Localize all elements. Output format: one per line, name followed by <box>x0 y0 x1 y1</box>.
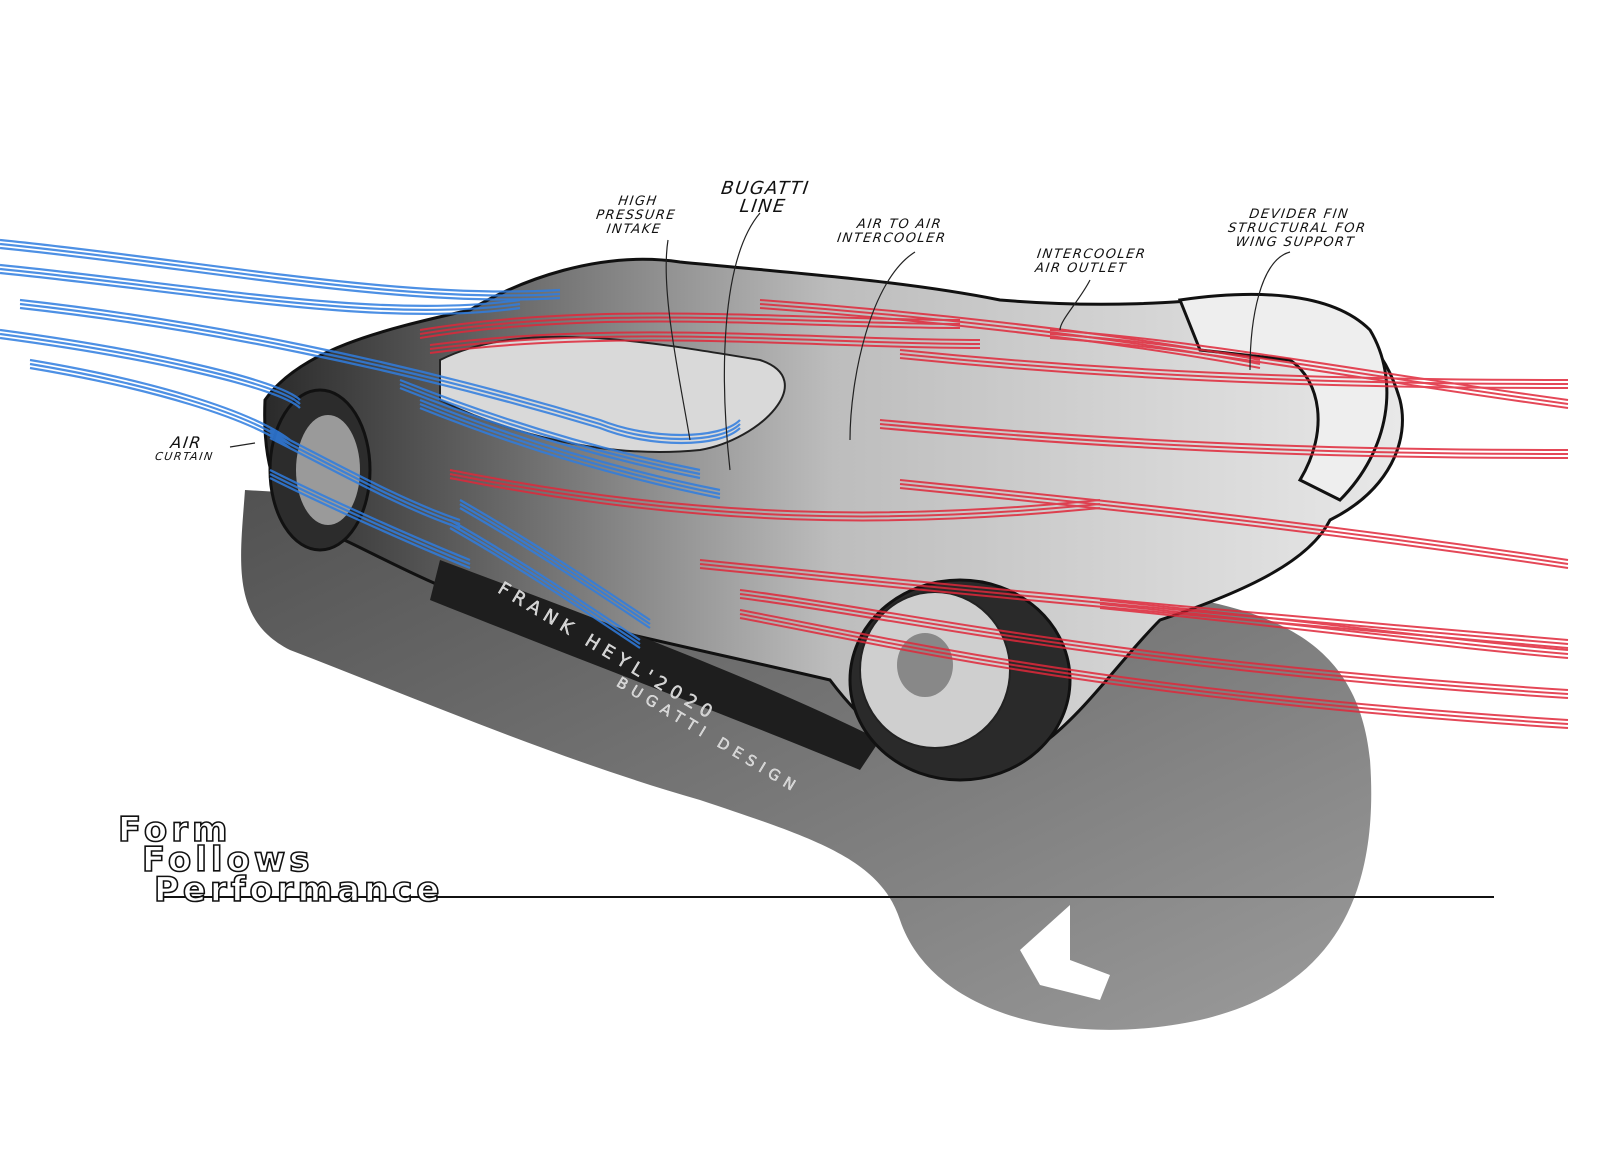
label-line: Intercooler <box>836 231 948 246</box>
hot-airflow-lines <box>419 299 1569 729</box>
cool-airflow-line <box>269 473 471 566</box>
cool-airflow-line <box>449 519 641 641</box>
hot-airflow-line <box>739 597 1569 699</box>
hot-airflow-line <box>699 567 1569 649</box>
cool-airflow-line <box>0 267 521 312</box>
label-line: Wing Support <box>1234 235 1356 250</box>
cool-airflow-line <box>0 328 301 401</box>
cool-airflow-line <box>0 238 561 293</box>
label-air-curtain: Air Curtain <box>154 433 217 464</box>
hot-airflow-line <box>429 335 981 350</box>
cool-airflow-line <box>0 336 301 409</box>
label-high-pressure-intake: High Pressure Intake <box>593 194 679 237</box>
cool-airflow-line <box>19 306 741 445</box>
label-line: High <box>617 194 659 209</box>
hot-airflow-line <box>429 331 981 346</box>
cool-airflow-line <box>29 362 291 445</box>
hot-airflow-line <box>1099 603 1569 655</box>
label-bugatti-line: Bugatti Line <box>717 178 811 217</box>
hot-airflow-line <box>449 473 1101 518</box>
cool-airflow-line <box>29 366 291 449</box>
cool-airflow-line <box>399 378 701 472</box>
hot-airflow-line <box>899 349 1569 381</box>
rear-wing <box>1177 292 1389 502</box>
label-air-to-air-intercooler: Air to Air Intercooler <box>836 217 949 246</box>
hot-airflow-line <box>1049 337 1569 409</box>
cool-airflow-line <box>269 477 471 570</box>
hot-airflow-line <box>899 479 1569 561</box>
cool-airflow-lines <box>0 238 741 649</box>
hot-airflow-line <box>899 487 1569 569</box>
cool-airflow-line <box>399 382 701 476</box>
label-line: Air Outlet <box>1034 261 1129 276</box>
label-line: Structural for <box>1227 221 1368 236</box>
title-line: Performance <box>153 870 444 910</box>
cool-airflow-line <box>269 437 461 530</box>
cool-airflow-line <box>419 398 721 492</box>
cool-airflow-line <box>0 263 521 308</box>
cool-airflow-line <box>0 271 521 316</box>
hot-airflow-line <box>449 469 1101 514</box>
label-line: Air <box>169 433 204 452</box>
label-line: Curtain <box>154 450 215 463</box>
title-line: Follows <box>141 840 314 880</box>
cool-airflow-line <box>459 503 651 625</box>
cool-airflow-line <box>29 358 291 441</box>
label-line: Line <box>738 196 788 217</box>
cool-airflow-line <box>449 523 641 645</box>
label-line: Air to Air <box>856 217 944 232</box>
cool-airflow-line <box>0 246 561 301</box>
cool-airflow-line <box>19 302 741 441</box>
hot-airflow-line <box>739 609 1569 721</box>
cool-airflow-line <box>459 499 651 621</box>
hot-airflow-line <box>759 307 1261 369</box>
cool-airflow-line <box>19 298 741 437</box>
hot-airflow-line <box>449 477 1101 522</box>
hot-airflow-line <box>739 613 1569 725</box>
hot-airflow-line <box>879 419 1569 451</box>
label-line: Pressure <box>595 208 678 223</box>
cool-airflow-line <box>0 332 301 405</box>
hot-airflow-line <box>429 339 981 354</box>
hot-airflow-line <box>1099 599 1569 651</box>
hot-airflow-line <box>899 483 1569 565</box>
hot-airflow-line <box>699 559 1569 641</box>
label-line: Intake <box>605 222 663 237</box>
hot-airflow-line <box>419 316 961 335</box>
hot-airflow-line <box>419 320 961 339</box>
label-line: Intercooler <box>1036 247 1148 262</box>
cool-airflow-line <box>449 527 641 649</box>
hot-airflow-line <box>1099 607 1569 659</box>
rocker-panel <box>430 560 880 770</box>
cool-airflow-line <box>269 429 461 522</box>
title-form-follows-performance: Form Follows Performance <box>117 810 444 910</box>
hot-airflow-line <box>699 563 1569 645</box>
hot-airflow-line <box>739 617 1569 729</box>
hot-airflow-line <box>1049 333 1569 405</box>
cool-airflow-line <box>0 242 561 297</box>
hot-airflow-line <box>1049 329 1569 401</box>
hot-airflow-line <box>739 589 1569 691</box>
label-divider-fin: Devider Fin Structural for Wing Support <box>1225 207 1369 250</box>
cool-airflow-line <box>269 433 461 526</box>
cool-airflow-line <box>399 386 701 480</box>
cool-airflow-line <box>459 507 651 629</box>
hot-airflow-line <box>739 593 1569 695</box>
hot-airflow-line <box>879 427 1569 459</box>
title-line: Form <box>117 810 232 850</box>
label-line: Devider Fin <box>1248 207 1351 222</box>
annotation-leaders <box>229 212 1291 471</box>
hot-airflow-line <box>879 423 1569 455</box>
label-intercooler-air-outlet: Intercooler Air Outlet <box>1034 247 1148 276</box>
cool-airflow-line <box>269 469 471 562</box>
cool-airflow-line <box>419 402 721 496</box>
cool-airflow-line <box>419 406 721 500</box>
shadow-highlight <box>1020 905 1110 1000</box>
